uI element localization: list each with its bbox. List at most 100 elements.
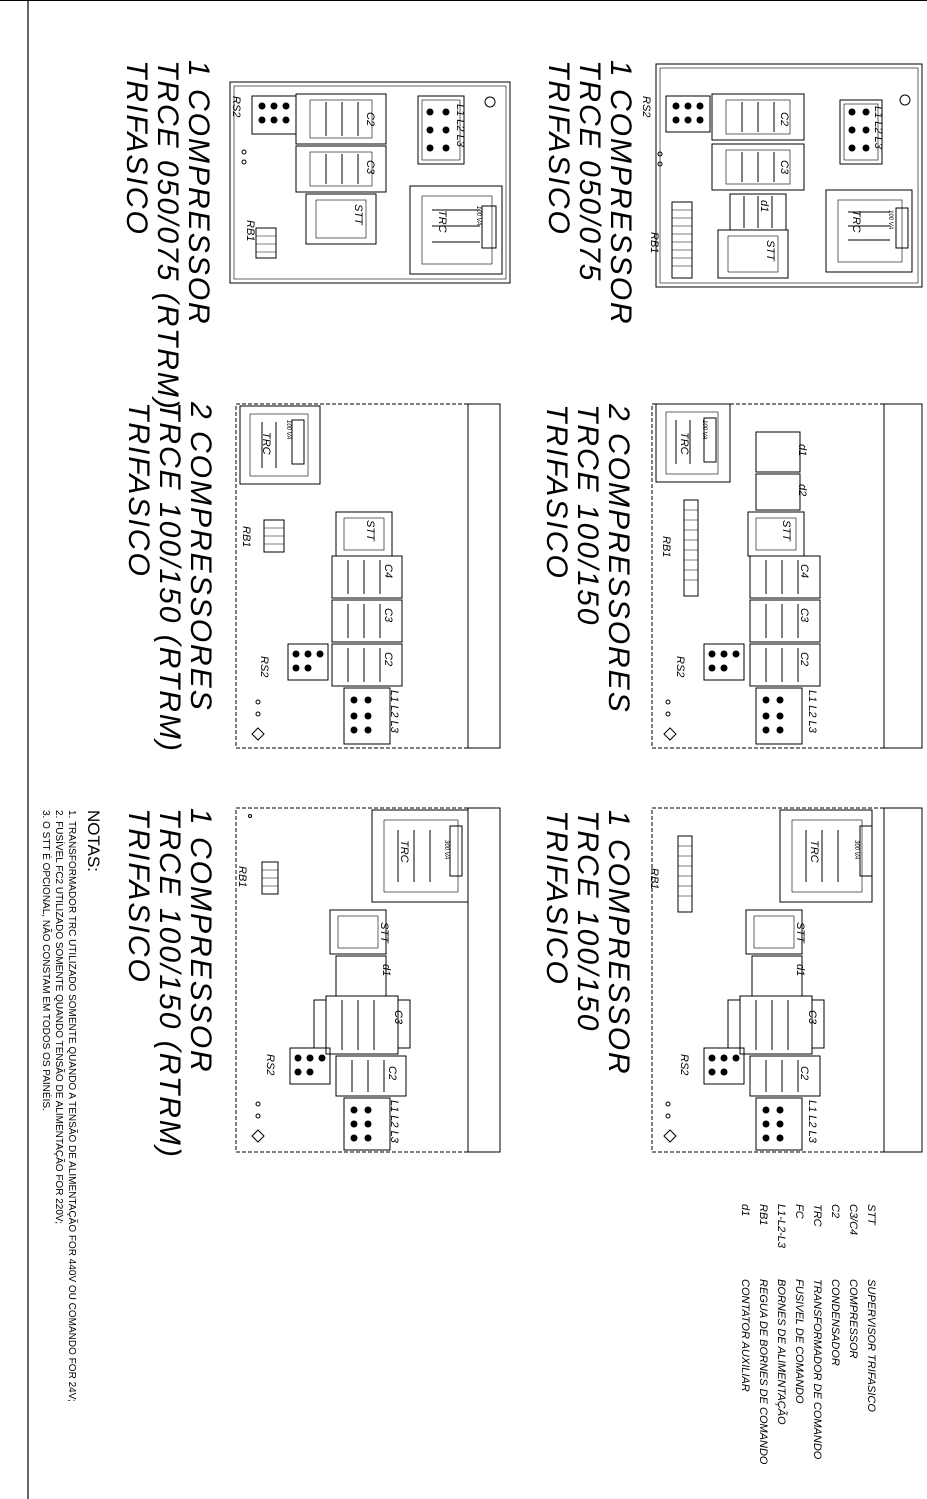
note-item: 2. FUSÍVEL FC2 UTILIZADO SOMENTE QUANDO … [53, 810, 64, 1224]
component-label: C2 [798, 1066, 810, 1081]
component-label: C2 [798, 652, 810, 667]
legend-desc: REGUA DE BORNES DE COMANDO [757, 1279, 769, 1465]
component-label: C3 [364, 160, 376, 175]
panel-4-outline [235, 403, 501, 749]
legend-row: TRC TRANSFORMADOR DE COMANDO [808, 1204, 826, 1465]
panel-3-caption: 2 COMPRESSORES TRCE 100/150 TRIFASICO [540, 404, 635, 714]
component-label: TRC [850, 210, 862, 233]
legend-code: C3/C4 [847, 1204, 859, 1236]
component-label: C4 [798, 564, 810, 579]
component-label: RB1 [236, 866, 248, 888]
component-label: STT [764, 240, 776, 261]
component-label: L1 L2 L3 [806, 1100, 818, 1143]
component-label: RS2 [264, 1054, 276, 1076]
notes-title: NOTAS: [84, 810, 103, 873]
caption-line: TRCE 100/150 (RTRM) [153, 808, 186, 1159]
component-label: d1 [758, 200, 770, 213]
component-label: RB1 [648, 232, 660, 254]
note-item: 3. O STT É OPCIONAL, NÃO CONSTAM EM TODO… [40, 810, 51, 1111]
caption-line: TRIFASICO [540, 810, 573, 986]
component-label: RS2 [640, 96, 652, 118]
component-label: TRC [398, 840, 410, 863]
component-label: STT [794, 922, 806, 943]
legend-desc: CONTATOR AUXILIAR [739, 1279, 751, 1392]
component-label: 300 VA [853, 840, 859, 860]
component-label: STT [352, 204, 364, 225]
component-label: STT [364, 520, 376, 541]
panel-6-caption: 1 COMPRESSOR TRCE 100/150 (RTRM) TRIFASI… [122, 808, 217, 1159]
legend-row: STT SUPERVISOR TRIFASICO [862, 1204, 880, 1465]
component-label: 100 VA [285, 420, 291, 440]
panel-5-caption: 1 COMPRESSOR TRCE 100/150 TRIFASICO [540, 810, 635, 1076]
component-label: C3 [392, 1010, 404, 1025]
component-label: L1 L2 L3 [388, 690, 400, 733]
component-label: C3 [382, 608, 394, 623]
legend-desc: BORNES DE ALIMENTAÇÃO [775, 1279, 787, 1425]
legend-code: TRC [811, 1204, 823, 1227]
legend-desc: TRANSFORMADOR DE COMANDO [811, 1279, 823, 1460]
panel-1-caption: 1 COMPRESSOR TRCE 050/075 TRIFASICO [542, 60, 637, 326]
component-label: C2 [382, 652, 394, 667]
component-label: C2 [778, 112, 790, 127]
legend-code: C2 [829, 1204, 841, 1219]
component-label: 100 VA [701, 420, 707, 440]
caption-line: 1 COMPRESSOR [182, 60, 215, 326]
component-label: RS2 [674, 656, 686, 678]
legend-desc: SUPERVISOR TRIFASICO [865, 1279, 877, 1412]
caption-line: TRIFASICO [122, 402, 155, 578]
panel-5-outline [651, 807, 923, 1153]
component-label: RB1 [240, 526, 252, 548]
component-label: TRC [678, 432, 690, 455]
notes: NOTAS: 1. TRANSFORMADOR TRC UTILIZADO SO… [39, 810, 104, 1402]
legend-code: STT [865, 1204, 877, 1225]
panel-6-outline [235, 807, 501, 1153]
component-label: RS2 [230, 96, 242, 118]
caption-line: TRCE 100/150 [571, 404, 604, 627]
caption-line: TRIFASICO [122, 808, 155, 984]
caption-line: TRIFASICO [542, 60, 575, 236]
caption-line: TRIFASICO [540, 404, 573, 580]
component-label: TRC [260, 432, 272, 455]
caption-line: TRCE 100/150 (RTRM) [153, 402, 186, 753]
note-item: 1. TRANSFORMADOR TRC UTILIZADO SOMENTE Q… [66, 810, 77, 1402]
legend-desc: CONDENSADOR [829, 1279, 841, 1366]
component-label: C2 [386, 1066, 398, 1081]
caption-line: 1 COMPRESSOR [604, 60, 637, 326]
legend-row: FC FUSIVEL DE COMANDO [790, 1204, 808, 1465]
component-label: L1 L2 L3 [454, 104, 466, 147]
component-label: RS2 [258, 656, 270, 678]
component-label: d1 [794, 964, 806, 977]
legend-desc: FUSIVEL DE COMANDO [793, 1279, 805, 1404]
caption-line: 2 COMPRESSORES [184, 402, 217, 712]
component-label: RB1 [660, 536, 672, 558]
component-label: C4 [382, 564, 394, 579]
component-label: RS2 [678, 1054, 690, 1076]
component-label: RB1 [648, 868, 660, 890]
legend-code: RB1 [757, 1204, 769, 1226]
component-label: TRC [808, 840, 820, 863]
panel-2-caption: 1 COMPRESSOR TRCE 050/075 (RTRM) TRIFASI… [120, 60, 215, 411]
component-label: 100 VA [475, 206, 481, 226]
component-label: C3 [798, 608, 810, 623]
component-label: C3 [778, 160, 790, 175]
component-label: d1 [796, 444, 808, 457]
component-label: L1 L2 L3 [806, 690, 818, 733]
component-label: 300 VA [443, 840, 449, 860]
panel-3-outline [651, 403, 923, 749]
caption-line: TRIFASICO [120, 60, 153, 236]
component-label: L1 L2 L3 [388, 1100, 400, 1143]
panel-4-caption: 2 COMPRESSORES TRCE 100/150 (RTRM) TRIFA… [122, 402, 217, 753]
legend-code: FC [793, 1204, 805, 1219]
component-label: RB1 [244, 220, 256, 242]
caption-line: TRCE 050/075 (RTRM) [151, 60, 184, 411]
component-label: C3 [806, 1010, 818, 1025]
caption-line: TRCE 050/075 [573, 60, 606, 283]
